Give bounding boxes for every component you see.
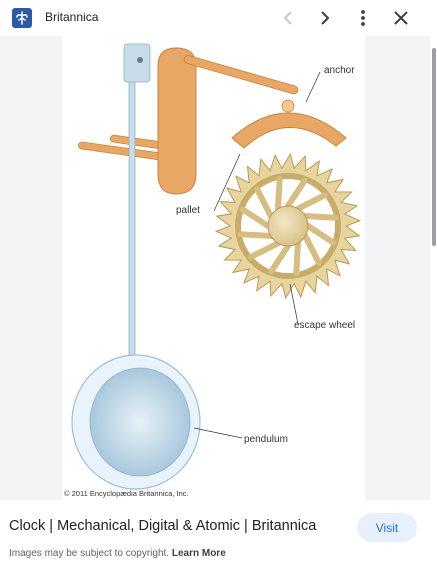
image-credit: © 2011 Encyclopædia Britannica, Inc. [64,489,189,498]
learn-more-link[interactable]: Learn More [171,548,226,559]
label-anchor: anchor [324,65,355,76]
more-vert-icon [361,10,365,26]
britannica-thistle-icon [12,8,32,28]
viewer-header: Britannica [0,0,437,36]
visit-button[interactable]: Visit [357,513,417,542]
close-icon [394,11,408,25]
scrollbar-thumb[interactable] [432,48,436,246]
chevron-right-icon [321,11,330,25]
chevron-left-icon [283,11,292,25]
clock-escapement-illustration: anchor pallet escape wheel pendulum © 20… [64,43,362,498]
escape-wheel-graphic [214,152,362,300]
label-pallet: pallet [176,205,200,216]
result-image[interactable]: anchor pallet escape wheel pendulum © 20… [62,36,365,500]
more-options-button[interactable] [351,6,375,30]
result-title[interactable]: Clock | Mechanical, Digital & Atomic | B… [9,518,317,534]
scrollbar-track[interactable] [430,36,437,579]
label-escape-wheel: escape wheel [294,320,355,331]
close-button[interactable] [389,6,413,30]
image-preview-area: anchor pallet escape wheel pendulum © 20… [0,36,437,500]
site-name[interactable]: Britannica [45,10,99,24]
previous-button[interactable] [276,6,300,30]
label-pendulum: pendulum [244,434,288,445]
next-button[interactable] [313,6,337,30]
copyright-notice: Images may be subject to copyright. Lear… [9,548,226,559]
copyright-text: Images may be subject to copyright. [9,548,170,559]
